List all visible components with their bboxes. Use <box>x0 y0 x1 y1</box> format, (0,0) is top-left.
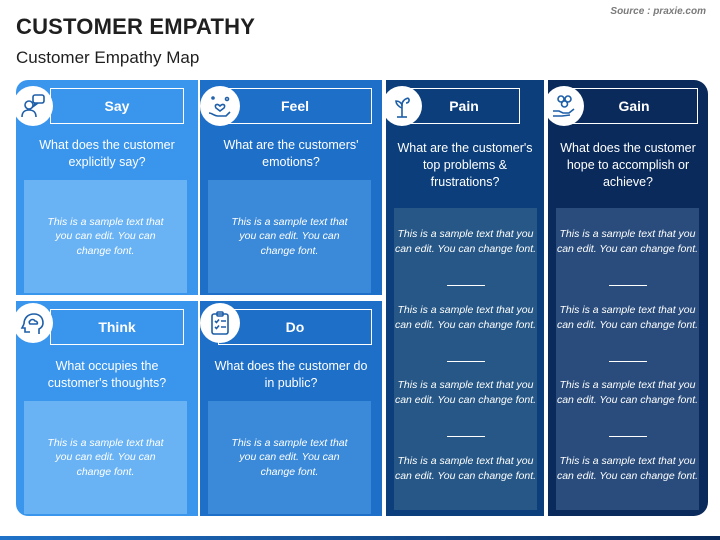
feel-label: Feel <box>280 98 309 114</box>
gain-card: Gain What does the customer hope to acco… <box>548 80 708 516</box>
say-tab[interactable]: Say <box>50 88 184 124</box>
bottom-accent-bar <box>0 536 720 540</box>
gain-entry: This is a sample text that you can edit.… <box>556 228 699 255</box>
do-sample-box[interactable]: This is a sample text that you can edit.… <box>208 401 371 514</box>
gain-divider <box>608 436 647 437</box>
checklist-icon <box>200 303 240 343</box>
gain-entry: This is a sample text that you can edit.… <box>556 379 699 406</box>
think-sample-box[interactable]: This is a sample text that you can edit.… <box>24 401 187 514</box>
do-label: Do <box>285 319 305 335</box>
say-card: Say What does the customer explicitly sa… <box>16 80 198 295</box>
pain-divider <box>446 436 485 437</box>
pain-entry: This is a sample text that you can edit.… <box>394 455 537 482</box>
pain-entry: This is a sample text that you can edit.… <box>394 379 537 406</box>
say-sample-box[interactable]: This is a sample text that you can edit.… <box>24 180 187 293</box>
pain-card: Pain What are the customer's top problem… <box>386 80 544 516</box>
pain-tab[interactable]: Pain <box>408 88 520 124</box>
gain-label: Gain <box>618 98 650 114</box>
gain-tab[interactable]: Gain <box>570 88 698 124</box>
gain-entries-box[interactable]: This is a sample text that you can edit.… <box>556 208 699 510</box>
feel-sample-text: This is a sample text that you can edit.… <box>231 215 348 257</box>
feel-question: What are the customers' emotions? <box>223 138 359 169</box>
do-tab[interactable]: Do <box>218 309 372 345</box>
say-sample-text: This is a sample text that you can edit.… <box>47 215 164 257</box>
pain-divider <box>446 285 485 286</box>
gain-divider <box>608 285 647 286</box>
source-credit: Source : praxie.com <box>610 6 706 17</box>
page-subtitle: Customer Empathy Map <box>16 48 200 67</box>
think-question: What occupies the customer's thoughts? <box>47 359 167 390</box>
do-question: What does the customer do in public? <box>214 359 368 390</box>
wilting-plant-icon <box>382 86 422 126</box>
coins-hand-icon <box>544 86 584 126</box>
speech-person-icon <box>13 86 53 126</box>
gain-entry: This is a sample text that you can edit.… <box>556 304 699 331</box>
pain-entry: This is a sample text that you can edit.… <box>394 304 537 331</box>
think-label: Think <box>98 319 136 335</box>
say-question: What does the customer explicitly say? <box>39 138 175 169</box>
pain-entries-box[interactable]: This is a sample text that you can edit.… <box>394 208 537 510</box>
feel-tab[interactable]: Feel <box>218 88 372 124</box>
pain-label: Pain <box>449 98 479 114</box>
heart-hand-icon <box>200 86 240 126</box>
page-title: CUSTOMER EMPATHY <box>16 14 256 39</box>
do-sample-text: This is a sample text that you can edit.… <box>231 436 348 478</box>
gain-entry: This is a sample text that you can edit.… <box>556 455 699 482</box>
say-label: Say <box>104 98 130 114</box>
think-tab[interactable]: Think <box>50 309 184 345</box>
pain-entry: This is a sample text that you can edit.… <box>394 228 537 255</box>
thought-head-icon <box>13 303 53 343</box>
pain-divider <box>446 361 485 362</box>
feel-sample-box[interactable]: This is a sample text that you can edit.… <box>208 180 371 293</box>
gain-divider <box>608 361 647 362</box>
think-sample-text: This is a sample text that you can edit.… <box>47 436 164 478</box>
pain-question: What are the customer's top problems & f… <box>397 141 533 189</box>
gain-question: What does the customer hope to accomplis… <box>560 141 696 189</box>
